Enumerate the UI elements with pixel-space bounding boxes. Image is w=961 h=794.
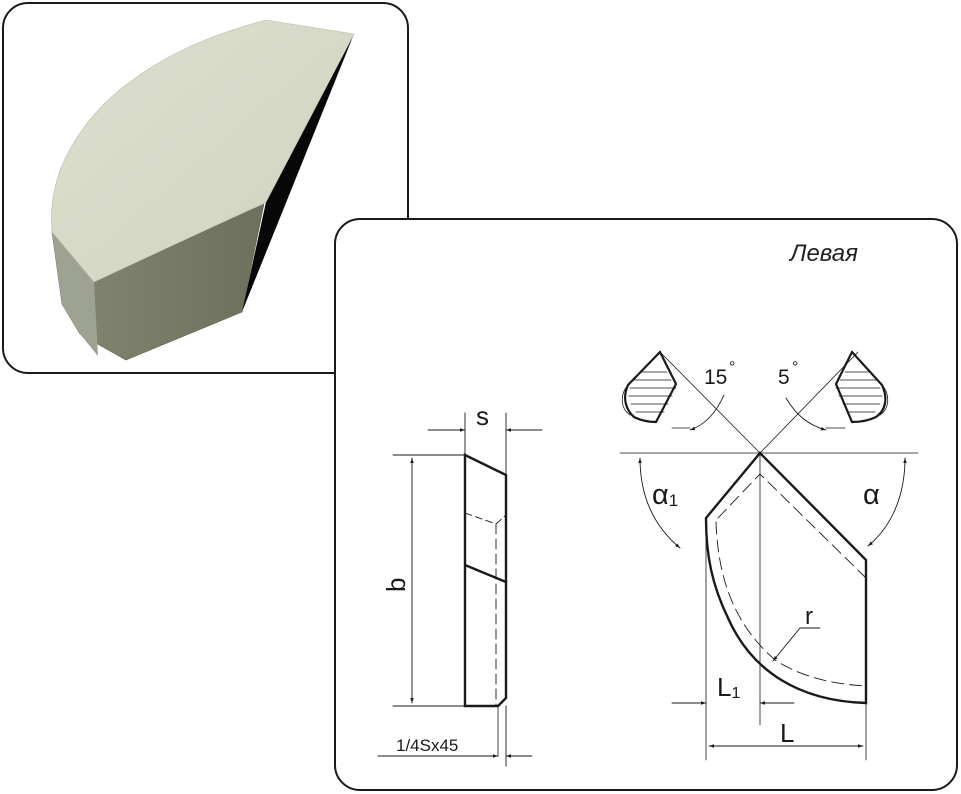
side-view-outline (463, 453, 508, 708)
label-alpha1: α1 (652, 479, 678, 511)
top-view (619, 451, 919, 761)
label-5-degree: ° (792, 359, 798, 376)
radius-leader (772, 627, 821, 662)
dimension-s (427, 412, 543, 476)
hidden-contour (715, 473, 867, 687)
insert-outline (704, 451, 868, 705)
side-face (242, 34, 354, 312)
label-15-degree: ° (729, 359, 735, 376)
render-panel (2, 2, 409, 374)
label-chamfer: 1/4Sx45 (396, 736, 458, 755)
label-b: b (381, 578, 411, 592)
section-left (621, 350, 761, 454)
left-face (52, 232, 98, 356)
drawing-title: Левая (790, 240, 858, 267)
label-15: 15 (704, 366, 727, 389)
top-face (51, 19, 355, 283)
label-L: L (780, 718, 794, 748)
dimension-b (392, 454, 466, 707)
label-r: r (805, 603, 813, 630)
side-view (463, 453, 508, 757)
dimension-chamfer (377, 705, 533, 767)
label-L1: L1 (717, 672, 740, 702)
label-5: 5 (778, 366, 790, 389)
dimension-alpha1 (638, 457, 681, 549)
label-alpha: α (863, 479, 880, 511)
section-right (759, 350, 889, 454)
label-s: s (476, 401, 489, 431)
cutting-insert-3d-render (51, 19, 355, 361)
dimension-alpha (867, 457, 907, 547)
